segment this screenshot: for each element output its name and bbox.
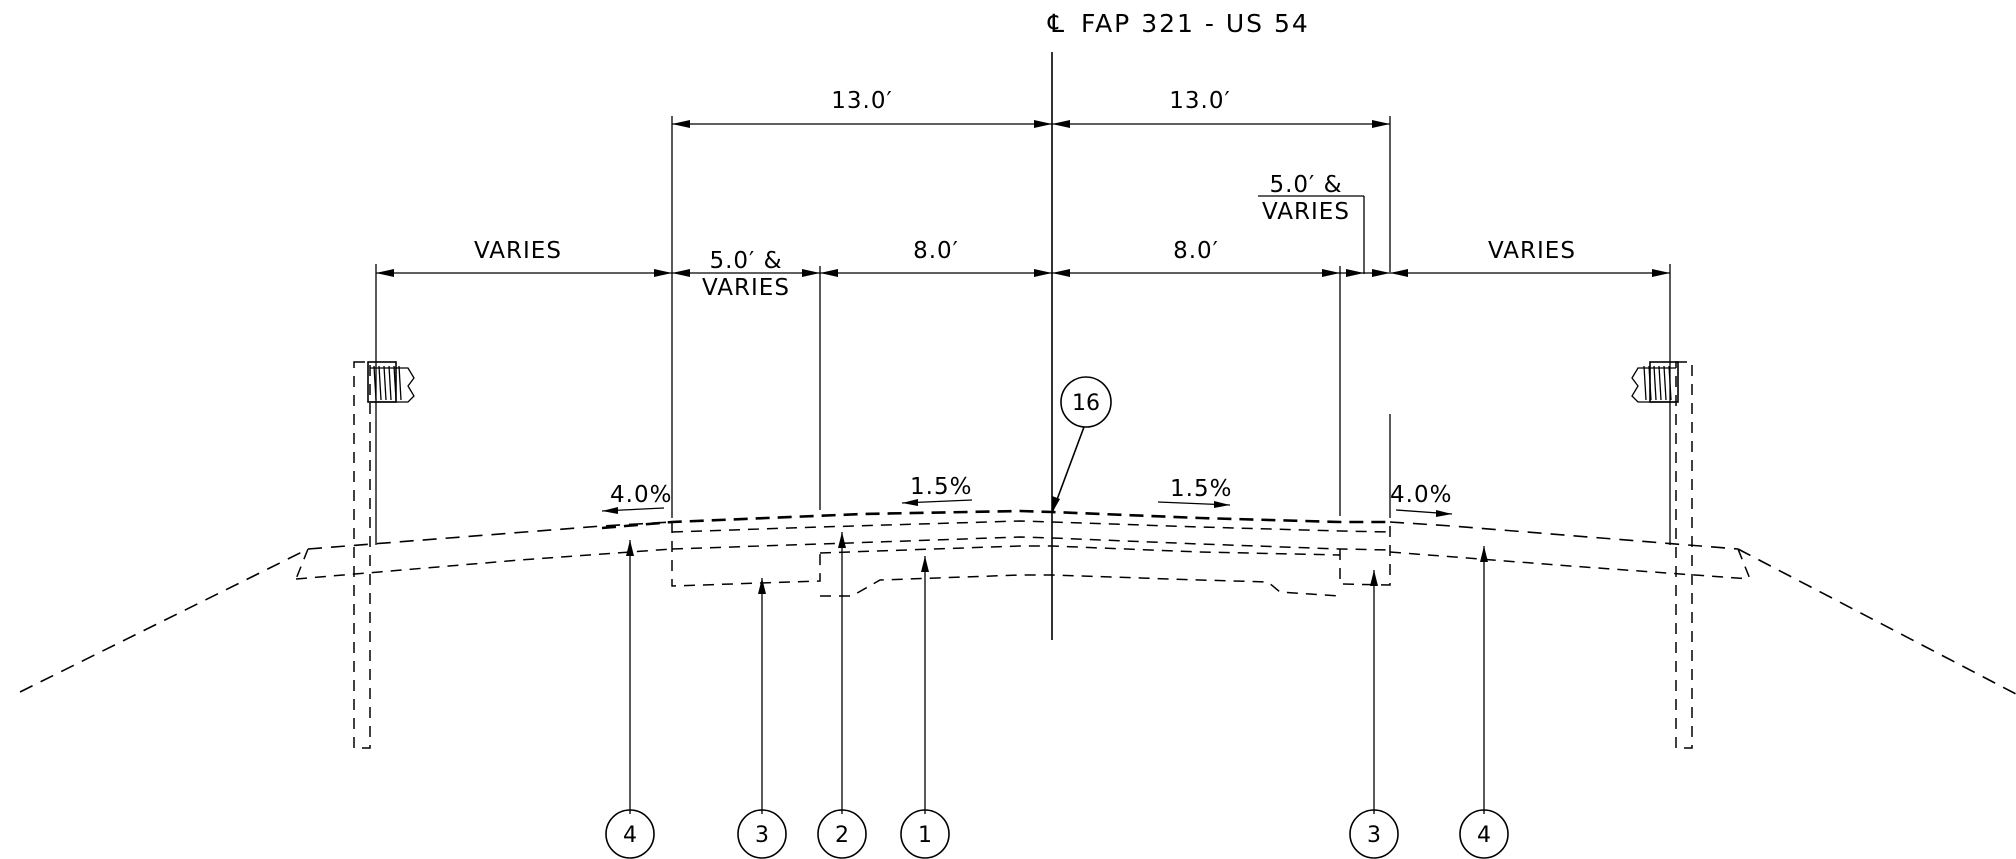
dim-label-lane-left: 8.0′	[913, 238, 959, 264]
dim-label-shoulder-left-1: 5.0′ &	[709, 248, 782, 274]
slope-shoulder-left: 4.0%	[610, 482, 672, 508]
dimension-lower: VARIES 5.0′ & VARIES 8.0′ 8.0′ 5.0′ & VA…	[376, 172, 1670, 301]
centerline-symbol: ℄	[1047, 9, 1066, 38]
route-title: FAP 321 - US 54	[1081, 9, 1310, 38]
callout-4-left: 4	[605, 809, 655, 859]
dim-label-shoulder-left-2: VARIES	[702, 275, 790, 301]
svg-text:2: 2	[835, 823, 849, 848]
slope-lane-left: 1.5%	[910, 474, 972, 500]
svg-text:3: 3	[755, 823, 769, 848]
svg-text:16: 16	[1072, 391, 1100, 416]
dim-label-lane-right: 8.0′	[1173, 238, 1219, 264]
callout-2: 2	[817, 809, 867, 859]
dim-label-shoulder-right-2: VARIES	[1262, 199, 1350, 225]
svg-text:3: 3	[1367, 823, 1381, 848]
dim-label-right-13: 13.0′	[1169, 88, 1230, 114]
extension-lines	[375, 116, 1671, 545]
callout-3-right: 3	[1349, 809, 1399, 859]
svg-text:1: 1	[918, 823, 932, 848]
pavement-surface	[601, 509, 1390, 530]
dim-label-varies-right: VARIES	[1488, 238, 1576, 264]
svg-text:4: 4	[623, 823, 637, 848]
callout-3-left: 3	[737, 809, 787, 859]
side-slope-left	[19, 548, 309, 693]
slope-shoulder-right: 4.0%	[1390, 482, 1452, 508]
dim-label-varies-left: VARIES	[474, 238, 562, 264]
dimension-13ft: 13.0′ 13.0′	[672, 88, 1390, 128]
callout-16: 16	[1060, 376, 1112, 428]
guardrail-left	[353, 361, 415, 749]
slope-lane-right: 1.5%	[1170, 476, 1232, 502]
side-slope-right	[1737, 548, 2016, 695]
dim-label-shoulder-right-1: 5.0′ &	[1269, 172, 1342, 198]
leader-lines	[626, 426, 1488, 814]
dim-label-left-13: 13.0′	[831, 88, 892, 114]
svg-text:4: 4	[1477, 823, 1491, 848]
guardrail-right	[1631, 361, 1693, 749]
roadway-section	[19, 509, 2016, 695]
slope-labels: 4.0% 1.5% 1.5% 4.0%	[601, 474, 1453, 517]
callout-1: 1	[900, 809, 950, 859]
callout-4-right: 4	[1459, 809, 1509, 859]
